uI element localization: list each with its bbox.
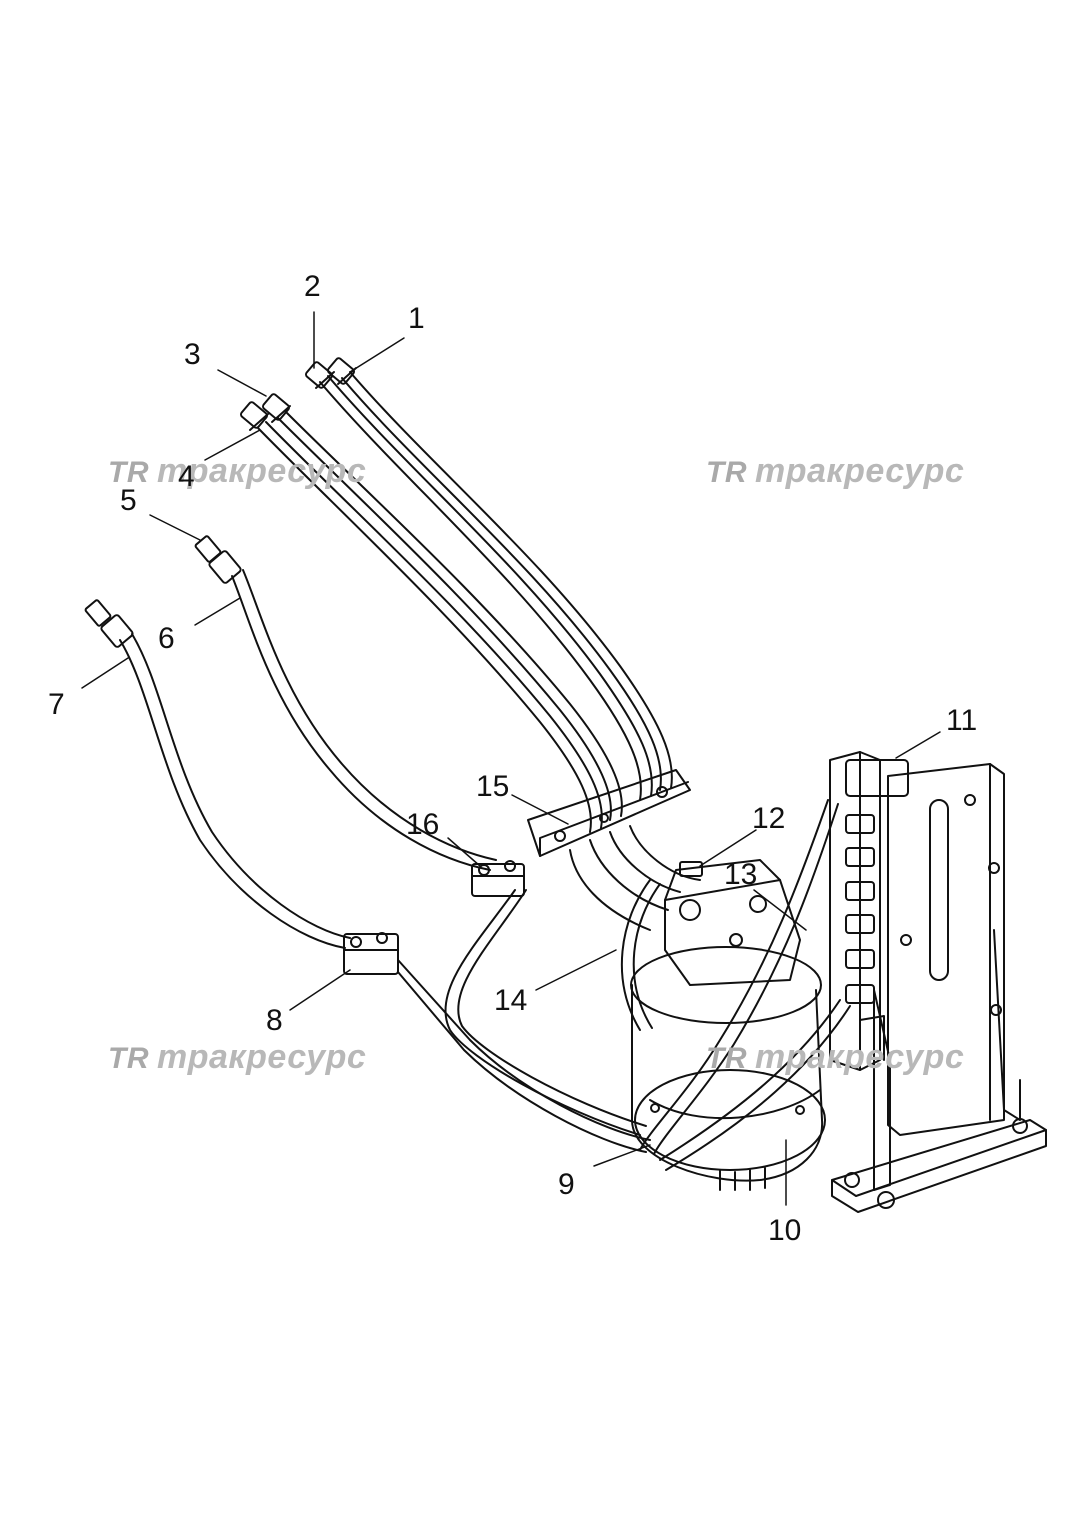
watermark-text: тракресурс (157, 1038, 367, 1076)
callout-4: 4 (178, 460, 195, 493)
callout-14: 14 (494, 984, 528, 1017)
callout-10: 10 (768, 1214, 802, 1247)
callout-11: 11 (946, 704, 978, 737)
callout-1: 1 (408, 302, 425, 335)
callout-9: 9 (558, 1168, 575, 1201)
clamp-15 (527, 769, 691, 857)
fitting-2 (305, 361, 335, 389)
hose-1 (341, 371, 673, 791)
callout-3: 3 (184, 338, 201, 371)
hose-7 (119, 633, 351, 949)
fitting-4 (240, 401, 269, 431)
callout-7: 7 (48, 688, 65, 721)
callout-5: 5 (120, 484, 137, 517)
valve-block-12 (664, 859, 801, 986)
watermark-logo: TR (108, 1042, 149, 1075)
watermark-logo: TR (108, 456, 149, 489)
control-valve-11 (829, 751, 909, 1071)
callout-13: 13 (724, 858, 758, 891)
hose-14 (620, 879, 661, 1031)
watermark-logo: TR (706, 1042, 747, 1075)
callout-8: 8 (266, 1004, 283, 1037)
hose-3 (277, 411, 623, 821)
callout-12: 12 (752, 802, 786, 835)
hoses-to-valve-11 (639, 799, 851, 1171)
hose-bundle (569, 825, 701, 931)
hose-4 (257, 421, 603, 833)
callout-15: 15 (476, 770, 510, 803)
hose-6 (231, 569, 497, 871)
fitting-5 (194, 535, 242, 584)
mounting-bracket (831, 763, 1047, 1213)
watermark-text: тракресурс (755, 1038, 965, 1076)
clamp-8 (343, 932, 399, 975)
watermark-logo: TR (706, 456, 747, 489)
watermark-text: тракресурс (157, 452, 367, 490)
hose-2 (319, 375, 653, 801)
callout-6: 6 (158, 622, 175, 655)
watermark-text: тракресурс (755, 452, 965, 490)
pipe-lower (397, 889, 651, 1153)
fitting-7 (84, 599, 134, 648)
clamp-16 (471, 860, 525, 897)
callout-2: 2 (304, 270, 321, 303)
fitting-3 (262, 393, 291, 423)
callout-16: 16 (406, 808, 440, 841)
leader-lines (81, 311, 941, 1206)
